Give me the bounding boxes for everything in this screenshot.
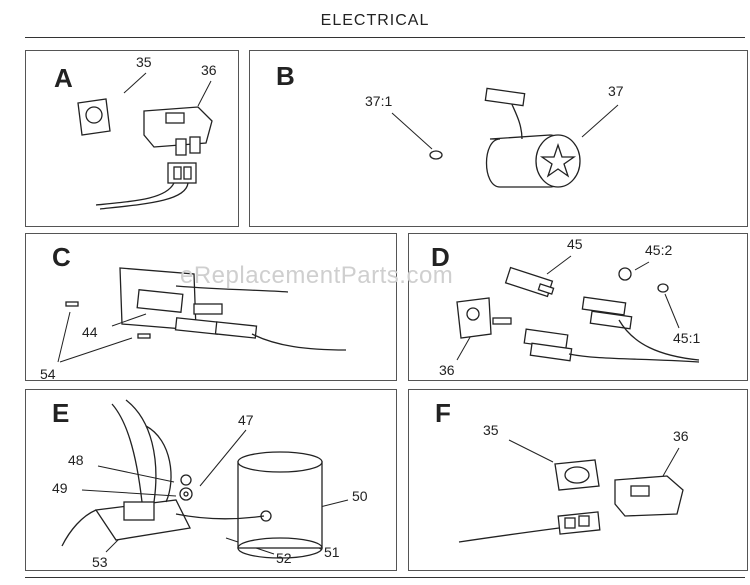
page-title: ELECTRICAL bbox=[320, 12, 430, 29]
callout-d-45: 45 bbox=[567, 236, 583, 252]
callout-d-45-1: 45:1 bbox=[673, 330, 701, 346]
callout-d-45-2: 45:2 bbox=[645, 242, 673, 258]
panel-a: A 35 36 bbox=[25, 50, 239, 227]
panel-f-drawing bbox=[458, 439, 684, 543]
panel-b: B 37:1 37 bbox=[249, 50, 748, 227]
callout-e-48: 48 bbox=[68, 452, 84, 468]
panel-f: F 35 36 bbox=[408, 389, 748, 571]
callout-b-37: 37 bbox=[608, 83, 624, 99]
panel-c: C 44 54 bbox=[25, 233, 397, 382]
header-rule bbox=[25, 37, 745, 38]
panel-d: D 45 45:2 45:1 36 bbox=[408, 233, 748, 381]
footer-rule bbox=[25, 577, 745, 578]
callout-b-37-1: 37:1 bbox=[365, 93, 393, 109]
callout-f-36: 36 bbox=[673, 428, 689, 444]
callout-e-50: 50 bbox=[352, 488, 368, 504]
callout-e-51: 51 bbox=[324, 544, 340, 560]
panel-d-drawing bbox=[456, 255, 700, 363]
panel-e-drawing bbox=[61, 399, 349, 559]
callout-e-49: 49 bbox=[52, 480, 68, 496]
callout-a-36: 36 bbox=[201, 62, 217, 78]
panel-b-label: B bbox=[276, 61, 295, 91]
callout-f-35: 35 bbox=[483, 422, 499, 438]
watermark: eReplacementParts.com bbox=[180, 262, 454, 289]
callout-c-44: 44 bbox=[82, 324, 98, 340]
panel-d-label: D bbox=[431, 242, 450, 272]
callout-a-35: 35 bbox=[136, 54, 152, 70]
panel-b-drawing bbox=[391, 87, 619, 188]
panel-e: E 47 48 49 50 51 52 53 bbox=[25, 389, 397, 571]
panel-a-drawing bbox=[77, 72, 213, 210]
callout-d-36: 36 bbox=[439, 362, 455, 378]
panel-e-label: E bbox=[52, 398, 70, 428]
panel-a-label: A bbox=[54, 63, 73, 93]
callout-e-47: 47 bbox=[238, 412, 254, 428]
panel-c-drawing bbox=[57, 267, 347, 363]
callout-c-54: 54 bbox=[40, 366, 56, 382]
callout-e-53: 53 bbox=[92, 554, 108, 570]
panel-c-label: C bbox=[52, 242, 71, 272]
panel-f-label: F bbox=[435, 398, 451, 428]
